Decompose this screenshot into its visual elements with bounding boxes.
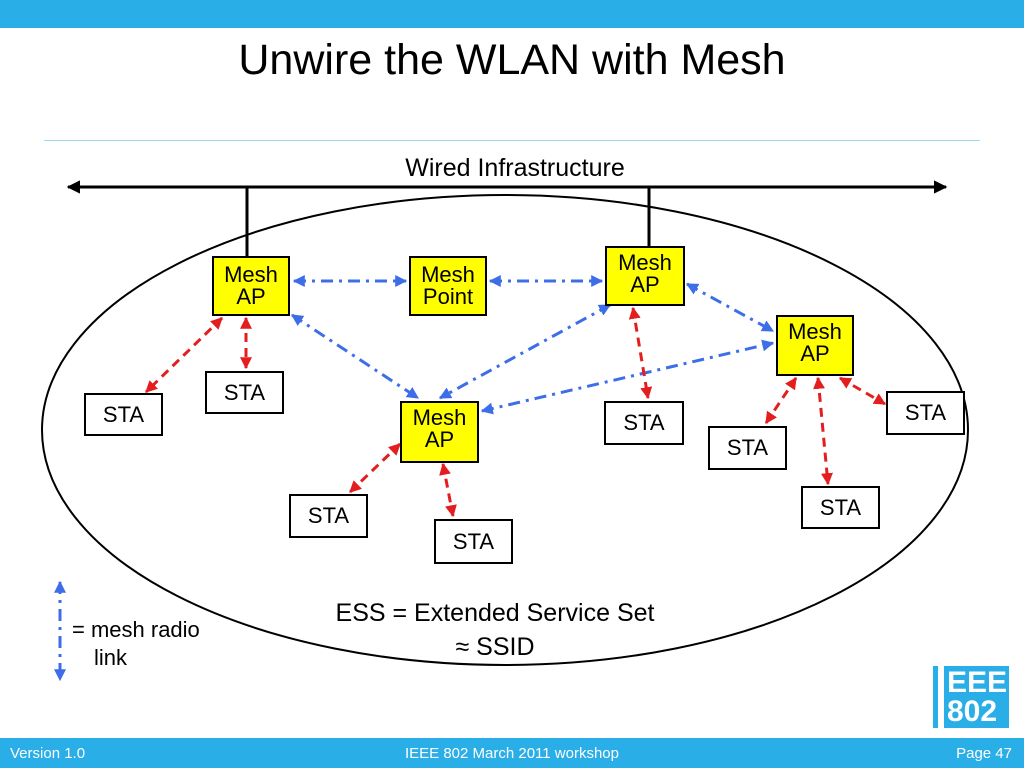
mesh-point: Mesh Point	[409, 256, 487, 316]
sta-link-ap2-sta3	[628, 306, 653, 400]
logo-line2: 802	[947, 695, 998, 728]
mesh-ap-4-line1: Mesh	[412, 405, 467, 430]
sta-3: STA	[604, 401, 684, 445]
title-divider	[44, 140, 980, 141]
ess-caption-line2: ≈ SSID	[455, 633, 535, 661]
mesh-ap-1: Mesh AP	[212, 256, 290, 316]
sta-4: STA	[708, 426, 787, 470]
mesh-link-ap2-ap4	[438, 303, 612, 400]
sta-6: STA	[801, 486, 880, 529]
mesh-ap-3-line1: Mesh	[788, 319, 842, 344]
mesh-ap-4: Mesh AP	[400, 401, 479, 463]
ess-caption: ESS = Extended Service Set ≈ SSID	[290, 596, 700, 664]
sta-link-ap3-sta4	[764, 377, 798, 424]
legend-label-line1: = mesh radio	[72, 617, 200, 642]
sta-7: STA	[289, 494, 368, 538]
footer-page: Page 47	[956, 745, 1012, 762]
mesh-ap-1-line1: Mesh	[224, 262, 278, 287]
mesh-link-ap4-ap3	[480, 339, 775, 415]
sta-link-ap1-sta1	[144, 316, 224, 394]
sta-link-ap4-sta8	[439, 462, 457, 518]
sta-link-ap3-sta6	[813, 376, 833, 486]
wired-infrastructure-label: Wired Infrastructure	[405, 154, 625, 182]
sta-link-ap3-sta5	[838, 376, 887, 406]
mesh-ap-1-line2: AP	[236, 284, 266, 309]
sta-link-ap4-sta7	[348, 442, 402, 494]
logo-text: EEE 802	[944, 666, 1009, 728]
slide-title: Unwire the WLAN with Mesh	[238, 36, 786, 84]
mesh-ap-3-line2: AP	[800, 341, 830, 366]
logo-bar	[938, 666, 944, 728]
sta-8: STA	[434, 519, 513, 564]
footer-center: IEEE 802 March 2011 workshop	[404, 745, 619, 762]
mesh-ap-3: Mesh AP	[776, 315, 854, 376]
footer-bar: Version 1.0 IEEE 802 March 2011 workshop…	[0, 738, 1024, 768]
mesh-ap-2: Mesh AP	[605, 246, 685, 306]
mesh-point-line2: Point	[422, 284, 474, 309]
legend-label-line2: link	[94, 645, 128, 670]
mesh-point-line1: Mesh	[421, 262, 475, 287]
ess-ellipse	[41, 194, 969, 666]
mesh-link-ap2-ap3	[685, 282, 775, 333]
mesh-ap-2-line2: AP	[630, 272, 660, 297]
top-accent-bar	[0, 0, 1024, 28]
sta-1: STA	[84, 393, 163, 436]
mesh-ap-2-line1: Mesh	[618, 250, 672, 275]
mesh-link-ap1-ap4	[290, 313, 420, 400]
logo-line1: EEE	[947, 666, 1008, 699]
ieee-802-logo: EEE 802	[931, 664, 1011, 730]
footer-version: Version 1.0	[10, 745, 86, 762]
ess-caption-line1: ESS = Extended Service Set	[335, 599, 655, 627]
mesh-ap-4-line2: AP	[424, 427, 455, 452]
sta-2: STA	[205, 371, 284, 414]
sta-5: STA	[886, 391, 965, 435]
